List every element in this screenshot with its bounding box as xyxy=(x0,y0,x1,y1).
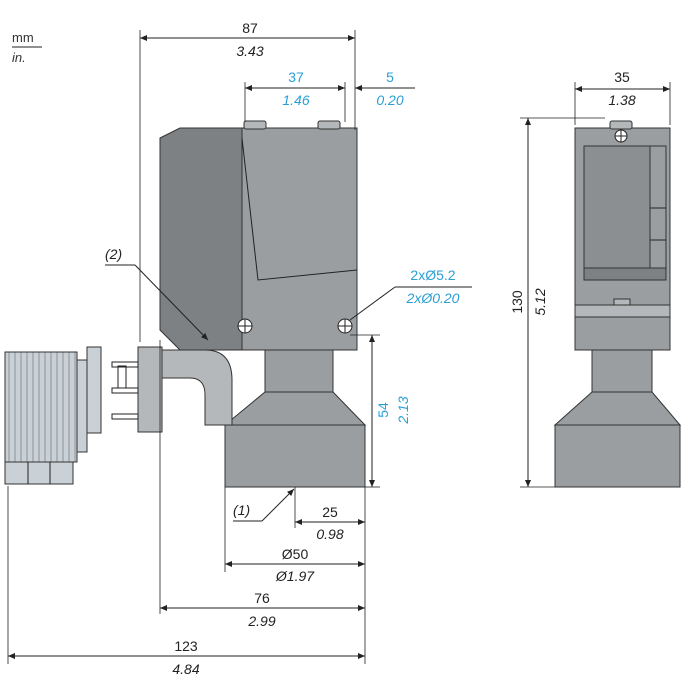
dim-5-in: 0.20 xyxy=(376,92,403,108)
dim-54-in: 2.13 xyxy=(395,396,411,424)
unit-mm: mm xyxy=(12,30,34,45)
top-screw-1 xyxy=(243,120,267,130)
elbow-entry xyxy=(161,349,233,426)
plug-block xyxy=(137,346,163,433)
side-base xyxy=(554,424,681,488)
callout-2-label: (2) xyxy=(105,246,122,262)
unit-in: in. xyxy=(12,50,26,65)
dim-123-mm: 123 xyxy=(174,638,198,654)
dim-35-mm: 35 xyxy=(614,69,630,85)
units-legend: mm in. xyxy=(12,30,42,65)
pin-3 xyxy=(111,413,139,420)
dim-base-diameter: Ø50 Ø1.97 xyxy=(224,487,366,584)
pin-ground xyxy=(117,365,127,389)
side-cone xyxy=(553,391,682,426)
dim-50-mm: Ø50 xyxy=(282,546,309,562)
side-band xyxy=(583,267,667,281)
side-plate-tab xyxy=(613,298,631,306)
dim-5-mm: 5 xyxy=(386,69,394,85)
pin-2 xyxy=(111,387,139,394)
dim-130-in: 5.12 xyxy=(532,288,548,315)
top-screw-2 xyxy=(317,120,341,130)
dim-25-mm: 25 xyxy=(322,504,338,520)
dim-35-in: 1.38 xyxy=(608,92,635,108)
front-view xyxy=(111,120,367,488)
dim-half-base: 25 0.98 xyxy=(294,487,366,542)
connector-collar xyxy=(76,359,88,453)
dim-holes: 2xØ5.2 2xØ0.20 xyxy=(349,267,472,321)
dim-76-in: 2.99 xyxy=(247,613,275,629)
callout-2: (2) xyxy=(105,246,209,341)
pin-1 xyxy=(111,361,139,368)
side-view xyxy=(553,120,682,488)
side-plate xyxy=(574,304,671,318)
cone xyxy=(223,391,367,426)
dim-side-height: 130 5.12 xyxy=(509,117,605,488)
housing-left xyxy=(159,127,243,351)
dim-54-mm: 54 xyxy=(375,402,391,418)
dim-holes-in: 2xØ0.20 xyxy=(406,290,460,306)
dim-side-width: 35 1.38 xyxy=(574,69,671,125)
dim-overall-width: 123 4.84 xyxy=(7,486,366,677)
dim-130-mm: 130 xyxy=(509,290,525,314)
dim-37-mm: 37 xyxy=(288,69,304,85)
dim-body-width: 76 2.99 xyxy=(159,340,366,629)
dim-87-in: 3.43 xyxy=(236,43,263,59)
connector-face xyxy=(86,346,102,434)
callout-1-label: (1) xyxy=(233,502,250,518)
callout-1: (1) xyxy=(233,488,295,522)
connector xyxy=(4,346,102,485)
base xyxy=(224,424,366,488)
housing-right xyxy=(241,127,358,351)
dim-76-mm: 76 xyxy=(254,590,270,606)
connector-gland xyxy=(4,461,74,485)
housing-face xyxy=(241,137,358,281)
neck xyxy=(264,349,334,393)
side-latch xyxy=(649,145,667,269)
dim-head: 37 1.46 5 0.20 xyxy=(244,69,415,122)
dim-holes-mm: 2xØ5.2 xyxy=(410,267,455,283)
side-neck xyxy=(591,349,653,393)
dim-25-in: 0.98 xyxy=(316,526,343,542)
dim-lower-height: 54 2.13 xyxy=(350,334,411,488)
connector-body xyxy=(4,351,78,463)
dim-50-in: Ø1.97 xyxy=(275,568,315,584)
dim-87-mm: 87 xyxy=(242,20,258,36)
side-top-screw xyxy=(609,120,633,130)
dim-123-in: 4.84 xyxy=(172,661,199,677)
dim-top-width: 87 3.43 xyxy=(139,20,356,342)
dim-37-in: 1.46 xyxy=(282,92,309,108)
